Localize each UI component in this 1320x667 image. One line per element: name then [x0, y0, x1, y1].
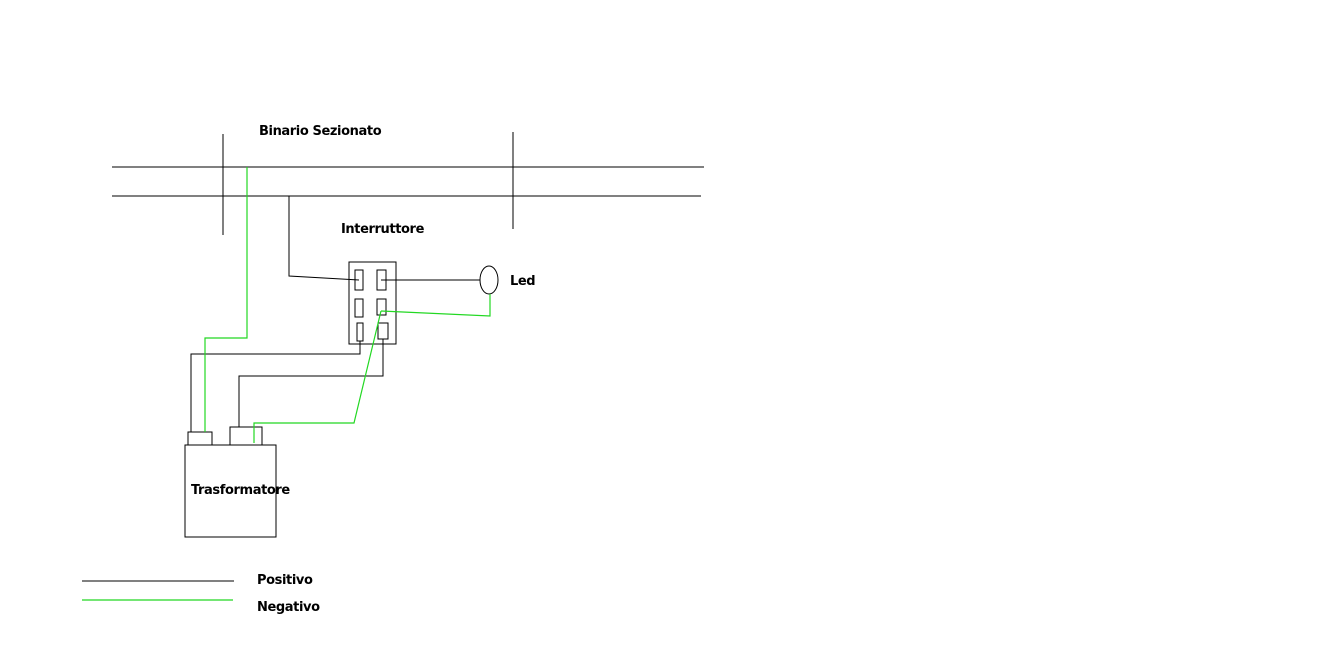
switch-terminal-bottom-left: [356, 322, 364, 342]
transformer-body: [184, 444, 277, 538]
led-symbol: [479, 265, 499, 295]
switch-terminal-mid-left: [354, 298, 364, 318]
track-label: Binario Sezionato: [259, 124, 382, 139]
wire-switch-to-transformer: [253, 310, 382, 443]
legend-negative-label: Negativo: [257, 600, 320, 615]
wire-switch-to-transformer-left: [190, 341, 361, 432]
track: [112, 132, 704, 235]
negative-wires: [204, 167, 491, 443]
switch-label: Interruttore: [341, 222, 425, 237]
transformer-label: Trasformatore: [191, 483, 290, 498]
led-label: Led: [510, 274, 535, 289]
wire-switch-to-transformer-right: [238, 339, 384, 427]
wire-rail-to-transformer: [204, 167, 248, 432]
transformer: [184, 426, 277, 538]
transformer-terminal-left: [187, 431, 213, 446]
switch-terminal-bottom-right: [377, 322, 389, 340]
legend-positive-label: Positivo: [257, 573, 313, 588]
transformer-terminal-right: [229, 426, 263, 446]
wire-led-to-switch: [380, 294, 491, 317]
positive-wires: [190, 196, 480, 432]
switch-terminal-mid-right: [376, 298, 387, 316]
wire-rail-to-switch: [288, 196, 360, 281]
legend: Positivo Negativo: [82, 573, 321, 615]
switch: [348, 261, 397, 345]
